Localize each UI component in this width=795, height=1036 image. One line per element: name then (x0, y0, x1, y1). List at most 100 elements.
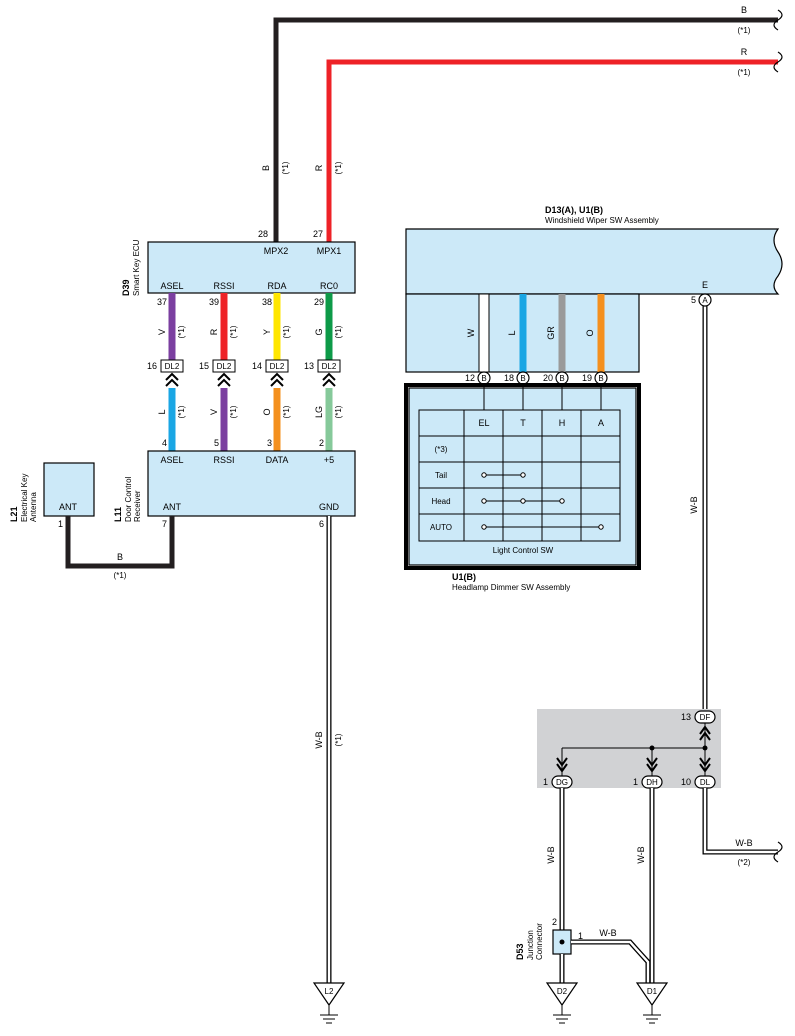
ground-label: D2 (557, 987, 568, 996)
wire-label: O (585, 329, 595, 336)
ground-d1: D1 (635, 982, 669, 1024)
pin-number: 37 (157, 297, 167, 307)
dl2-connector (212, 359, 236, 373)
component-name: Light Control SW (493, 546, 554, 555)
smart-key-ecu-box (147, 241, 356, 294)
wire-note: (*1) (738, 26, 751, 35)
wire-label: G (314, 328, 324, 335)
wire-note: (*2) (738, 858, 751, 867)
connector-chevron-icon (646, 757, 658, 773)
wire-note: (*1) (282, 325, 291, 338)
wire-label: B (741, 5, 747, 15)
pin-number: 18 (504, 373, 514, 383)
pin-number: 27 (313, 229, 323, 239)
pin-number: 14 (252, 361, 262, 371)
pin-number: 19 (582, 373, 592, 383)
component-name: Receiver (133, 490, 142, 522)
wire-label: R (314, 164, 324, 171)
component-name: Headlamp Dimmer SW Assembly (452, 583, 570, 592)
wire-break-mark (773, 841, 783, 863)
splice-dot (649, 745, 655, 751)
wire-label: O (262, 408, 272, 415)
component-name: Smart Key ECU (132, 239, 141, 296)
wire-w-inner (478, 293, 490, 373)
pin-number: 3 (267, 438, 272, 448)
door-control-receiver-box (147, 450, 356, 517)
wire-note: (*1) (229, 325, 238, 338)
pin-label: +5 (324, 455, 334, 465)
wire-note: (*1) (177, 405, 186, 418)
windshield-wiper-sw-box (405, 228, 783, 295)
connector-label: DL2 (322, 362, 337, 371)
wire-label: W-B (546, 846, 556, 863)
wire-note: (*1) (334, 161, 343, 174)
component-code: U1(B) (452, 572, 476, 582)
connector-chevron-icon (217, 372, 231, 387)
dl2-connector-row: DL2 DL2 DL2 DL2 16 15 14 13 (147, 359, 341, 387)
pin-number: 1 (633, 777, 638, 787)
wire-label: W-B (689, 496, 699, 513)
connector-label: DF (700, 713, 711, 722)
wire-label: LG (314, 406, 324, 418)
pin-label: ANT (59, 502, 78, 512)
table-column-header: EL (478, 418, 489, 428)
b-wire-top (273, 17, 778, 242)
component-name: Electrical Key (20, 474, 29, 522)
wire-note: (*1) (282, 405, 291, 418)
ground-icon (545, 982, 579, 1007)
pin-number: 16 (147, 361, 157, 371)
connector-label: DL2 (270, 362, 285, 371)
component-name: Door Control (124, 476, 133, 522)
wire-note: (*1) (114, 571, 127, 580)
connector-chevron-icon (699, 757, 711, 773)
wire-label: B (261, 165, 271, 171)
pin-number: 2 (552, 917, 557, 927)
wire-label: W-B (599, 928, 616, 938)
connector-chevron-icon (270, 372, 284, 387)
wire-break-mark (773, 9, 783, 31)
connector-chevron-icon (322, 372, 336, 387)
pin-label: ANT (163, 502, 182, 512)
electrical-key-antenna-box (43, 462, 95, 517)
pin-number: 6 (319, 519, 324, 529)
connector-label: DL (700, 778, 711, 787)
connector-label: A (702, 296, 708, 305)
component-name: Windshield Wiper SW Assembly (545, 216, 659, 225)
pin-label: RC0 (320, 281, 338, 291)
component-name: Connector (535, 923, 544, 960)
table-row-header: (*3) (435, 445, 448, 454)
wire-label: GR (546, 326, 556, 340)
component-code: D39 (121, 279, 131, 296)
connector-label: B (481, 374, 486, 383)
pin-label: ASEL (160, 455, 183, 465)
pin-label: MPX2 (264, 246, 289, 256)
pin-number: 1 (58, 519, 63, 529)
pin-label: ASEL (160, 281, 183, 291)
wire-note: (*1) (334, 325, 343, 338)
pin-number: 12 (465, 373, 475, 383)
connector-label: DL2 (165, 362, 180, 371)
pin-label: RDA (267, 281, 286, 291)
pin-number: 1 (543, 777, 548, 787)
ground-icon (312, 982, 346, 1007)
pin-label: DATA (266, 455, 289, 465)
wire-label: B (117, 552, 123, 562)
wire-note: (*1) (334, 405, 343, 418)
connector-label: B (598, 374, 603, 383)
connector-chevron-icon (556, 757, 568, 773)
pin-number: 10 (681, 777, 691, 787)
splice-dot (559, 939, 565, 945)
pin-number: 28 (258, 229, 268, 239)
component-name: Junction (526, 930, 535, 960)
wire-note: (*1) (177, 325, 186, 338)
pin-number: 2 (319, 438, 324, 448)
component-code: L21 (9, 506, 19, 522)
wire-label: L (507, 330, 517, 335)
wire-note: (*1) (229, 405, 238, 418)
pin-label: E (702, 280, 708, 290)
pin-number: 20 (543, 373, 553, 383)
pin-number: 38 (262, 297, 272, 307)
connector-chevron-icon (165, 372, 179, 387)
antenna-wire (65, 516, 175, 569)
